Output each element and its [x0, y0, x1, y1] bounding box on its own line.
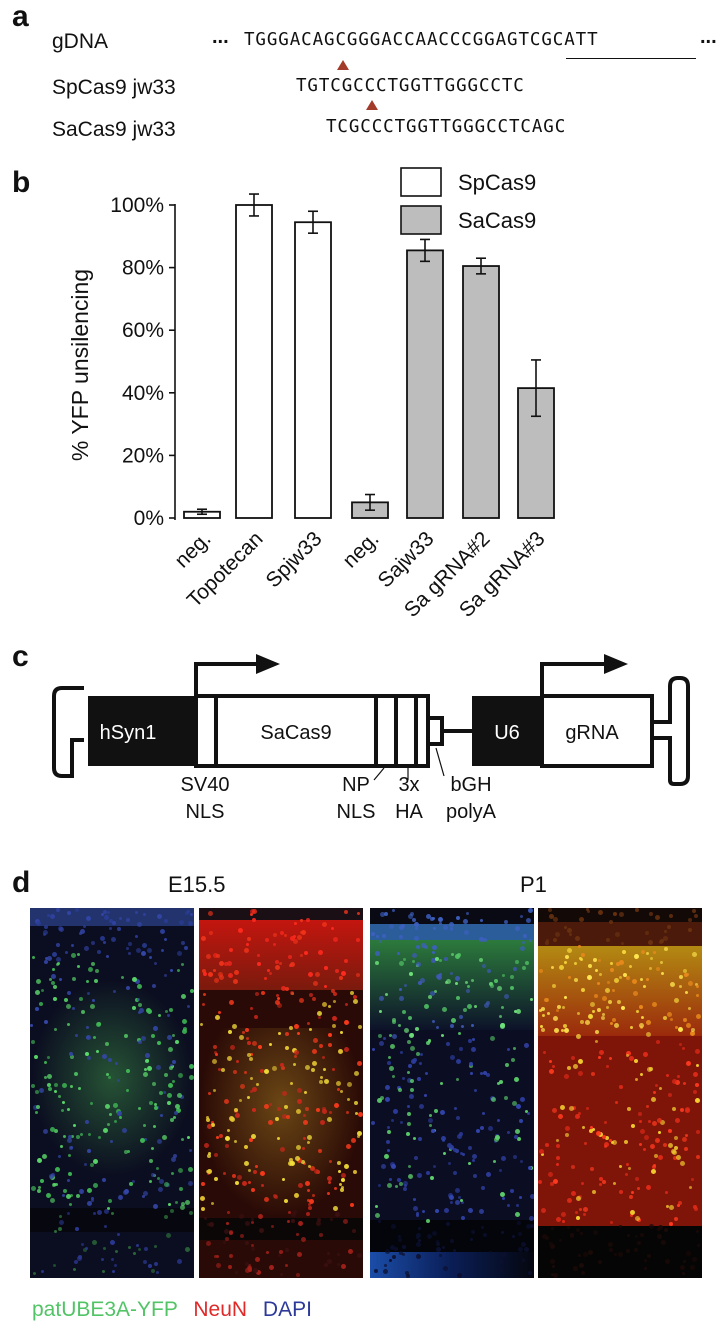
e15-label: E15.5 [168, 872, 226, 897]
vector-diagram: hSyn1 SaCas9 U6 gRNA [52, 654, 690, 786]
grna-box [540, 694, 654, 768]
bar-chart: % YFP unsilencing 0% 20% 40% 60% 80% 100% neg… [67, 167, 555, 622]
gdna-label: gDNA [52, 30, 109, 53]
np-nls-annotation: NP NLS [336, 774, 376, 823]
legend-swatch [400, 167, 442, 197]
u6-arrow-icon [540, 662, 610, 696]
panel-b-letter: b [12, 166, 31, 199]
legend-neun: NeuN [193, 1298, 248, 1321]
x-tick-label: neg. [338, 527, 383, 572]
sacas9-guide-label: SaCas9 jw33 [52, 118, 176, 141]
bar [406, 249, 444, 519]
u6-label: U6 [494, 722, 520, 744]
y-tick-label: 100% [110, 194, 164, 217]
y-axis-label: % YFP unsilencing [67, 269, 93, 461]
ha-tag-box [394, 694, 418, 768]
bar [462, 265, 500, 519]
spcas9-cut-marker-icon [337, 60, 349, 70]
left-itr-icon [52, 686, 84, 778]
gdna-prefix-ellipsis: ... [212, 26, 229, 48]
sv40-nls-box [194, 694, 218, 768]
bar [235, 204, 273, 519]
gdna-suffix-ellipsis: ... [700, 26, 717, 48]
micrograph-e15-merged [199, 908, 363, 1278]
bgh-polya-annotation: bGH polyA [445, 774, 497, 823]
spcas9-guide-sequence: TGTCGCCCTGGTTGGGCCTC [296, 76, 525, 96]
bgh-polya-box [426, 716, 444, 746]
legend-label: SaCas9 [458, 208, 536, 233]
panel-a-letter: a [12, 0, 29, 33]
micrograph-p1-merged [538, 908, 702, 1278]
y-tick-label: 20% [122, 444, 164, 467]
y-tick-label: 60% [122, 319, 164, 342]
legend-swatch [400, 205, 442, 235]
sacas9-label: SaCas9 [260, 722, 331, 744]
np-nls-box [374, 694, 398, 768]
legend-yfp: patUBE3A-YFP [32, 1298, 178, 1321]
stain-legend: patUBE3A-YFP NeuN DAPI [32, 1298, 312, 1322]
y-tick-label: 80% [122, 257, 164, 280]
right-itr-icon [652, 676, 690, 786]
hsyn1-label: hSyn1 [100, 722, 157, 744]
sacas9-cut-marker-icon [366, 100, 378, 110]
grna-label: gRNA [565, 722, 619, 744]
spcas9-guide-label: SpCas9 jw33 [52, 76, 176, 99]
p1-label: P1 [520, 872, 547, 897]
hsyn1-promoter-box [88, 696, 196, 766]
ha-annotation: 3x HA [395, 774, 423, 823]
x-tick-label: Spjw33 [262, 527, 327, 592]
legend-label: SpCas9 [458, 170, 536, 195]
gdna-sequence: TGGGACAGCGGGACCAACCCGGAGTCGCATT [244, 30, 599, 50]
y-tick-label: 40% [122, 382, 164, 405]
u6-promoter-box [472, 696, 542, 766]
micrograph-p1-yfp-dapi [370, 908, 534, 1278]
pam-underline [566, 58, 696, 59]
micrograph-e15-yfp-dapi [30, 908, 194, 1278]
y-tick-label: 0% [134, 507, 164, 530]
hsyn1-arrow-icon [194, 662, 262, 696]
panel-d-letter: d [12, 866, 31, 899]
bar [294, 221, 332, 519]
sv40-nls-annotation: SV40 NLS [180, 774, 230, 823]
sacas9-guide-sequence: TCGCCCTGGTTGGGCCTCAGC [326, 117, 567, 137]
x-tick-label: neg. [170, 527, 215, 572]
legend-dapi: DAPI [262, 1298, 312, 1321]
panel-c-letter: c [12, 640, 29, 673]
